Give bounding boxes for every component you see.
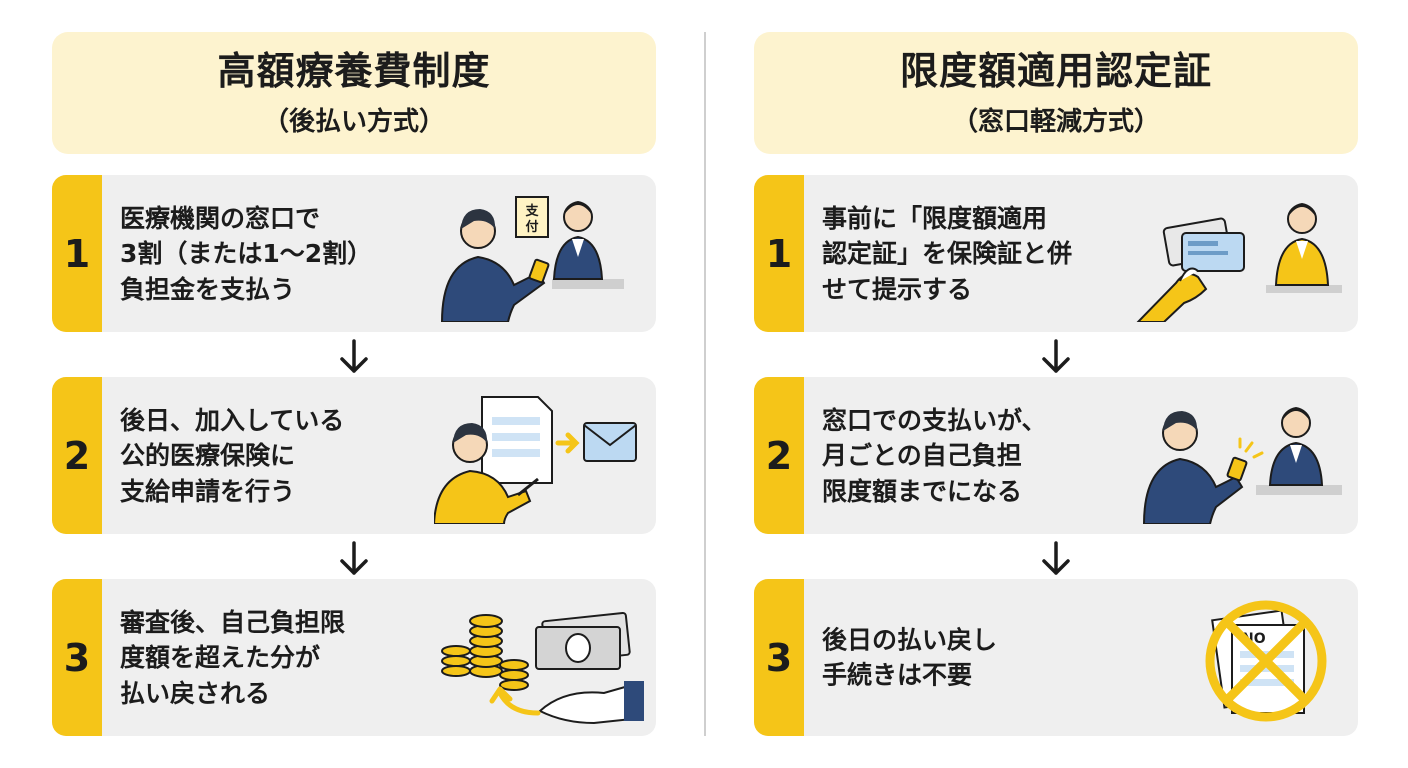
arrow-down-icon xyxy=(340,339,368,373)
step-line: 払い戻される xyxy=(120,678,271,708)
step-line: 後日の払い戻し xyxy=(822,625,998,654)
step-text: 後日の払い戻し 手続きは不要 xyxy=(822,622,1132,693)
step-text: 審査後、自己負担限 度額を超えた分が 払い戻される xyxy=(120,604,430,711)
step-text: 医療機関の窓口で 3割（または1〜2割） 負担金を支払う xyxy=(120,200,430,307)
refund-money-icon xyxy=(441,612,644,725)
right-title: 限度額適用認定証 xyxy=(899,48,1212,93)
step-line: 窓口での支払いが、 xyxy=(822,405,1047,435)
step-text: 窓口での支払いが、 月ごとの自己負担 限度額までになる xyxy=(822,402,1132,509)
step-line: 審査後、自己負担限 xyxy=(120,607,346,637)
right-header: 限度額適用認定証 （窓口軽減方式） xyxy=(754,32,1358,154)
step-line: 事前に「限度額適用 xyxy=(822,203,1048,233)
right-step-1: 1 事前に「限度額適用 認定証」を保険証と併 せて提示する xyxy=(754,175,1358,332)
step-number: 2 xyxy=(52,377,102,534)
step-number: 1 xyxy=(754,175,804,332)
right-step-2: 2 窓口での支払いが、 月ごとの自己負担 限度額までになる xyxy=(754,377,1358,534)
step-line: 月ごとの自己負担 xyxy=(822,440,1022,470)
step-line: 3割（または1〜2割） xyxy=(120,238,373,268)
step-text: 後日、加入している 公的医療保険に 支給申請を行う xyxy=(120,402,430,509)
step-line: 医療機関の窓口で xyxy=(120,203,321,233)
step-line: 負担金を支払う xyxy=(120,274,296,304)
right-step-3: 3 後日の払い戻し 手続きは不要 NO xyxy=(754,579,1358,736)
left-step-1: 1 医療機関の窓口で 3割（または1〜2割） 負担金を支払う 支 付 xyxy=(52,175,656,332)
step-number: 3 xyxy=(52,579,102,736)
step-line: 度額を超えた分が xyxy=(120,642,321,672)
application-letter-icon xyxy=(434,396,637,524)
payment-counter-icon: 支 付 xyxy=(440,196,624,322)
step-line: 認定証」を保険証と併 xyxy=(822,238,1073,268)
pay-sign-char-1: 支 xyxy=(524,203,539,219)
no-procedure-icon: NO xyxy=(1205,600,1327,722)
column-divider xyxy=(704,32,706,736)
step-number: 2 xyxy=(754,377,804,534)
column-high-cost-medical: 高額療養費制度 （後払い方式） 1 医療機関の窓口で 3割（または1〜2割） 負… xyxy=(52,32,656,736)
step-line: 支給申請を行う xyxy=(120,476,296,506)
step-line: せて提示する xyxy=(822,274,973,304)
arrow-down-icon xyxy=(1042,339,1070,373)
step-number: 1 xyxy=(52,175,102,332)
arrow-down-icon xyxy=(340,541,368,575)
step-line: 手続きは不要 xyxy=(822,660,973,690)
right-subtitle: （窓口軽減方式） xyxy=(951,107,1160,138)
step-line: 限度額までになる xyxy=(822,476,1023,506)
step-number: 3 xyxy=(754,579,804,736)
step-text: 事前に「限度額適用 認定証」を保険証と併 せて提示する xyxy=(822,200,1132,307)
column-limit-certificate: 限度額適用認定証 （窓口軽減方式） 1 事前に「限度額適用 認定証」を保険証と併… xyxy=(754,32,1358,736)
left-step-3: 3 審査後、自己負担限 度額を超えた分が 払い戻される xyxy=(52,579,656,736)
left-subtitle: （後払い方式） xyxy=(262,107,445,138)
left-title: 高額療養費制度 xyxy=(217,48,491,93)
show-card-icon xyxy=(1136,203,1342,322)
left-header: 高額療養費制度 （後払い方式） xyxy=(52,32,656,154)
step-line: 後日、加入している xyxy=(120,405,345,435)
left-step-2: 2 後日、加入している 公的医療保険に 支給申請を行う xyxy=(52,377,656,534)
pay-sign-char-2: 付 xyxy=(525,219,538,235)
arrow-down-icon xyxy=(1042,541,1070,575)
reduced-payment-icon xyxy=(1142,407,1342,524)
step-line: 公的医療保険に xyxy=(120,440,296,470)
